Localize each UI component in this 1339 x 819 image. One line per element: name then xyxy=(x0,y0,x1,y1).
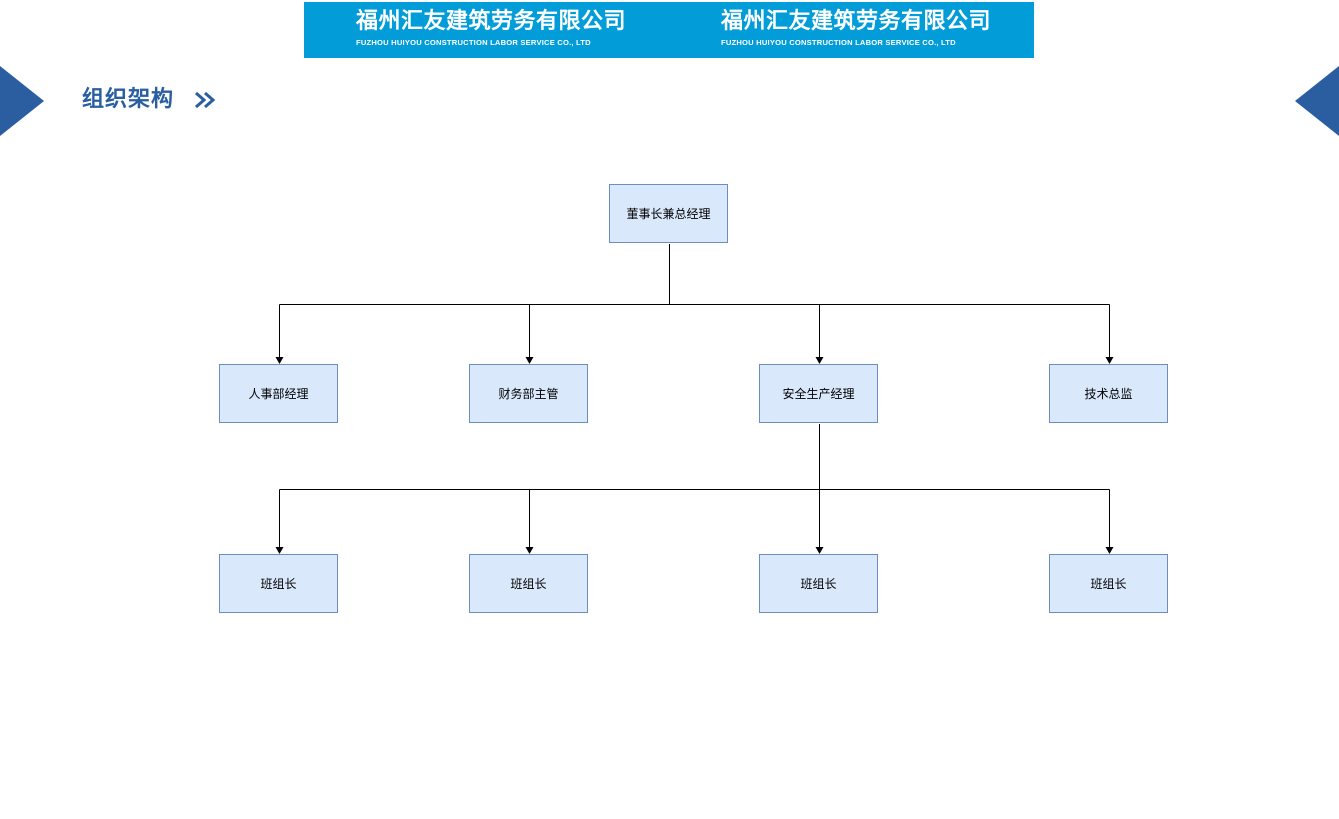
company-brand-right: 福州汇友建筑劳务有限公司 FUZHOU HUIYOU CONSTRUCTION … xyxy=(721,8,991,48)
right-triangle-icon xyxy=(1295,66,1339,136)
company-name-cn: 福州汇友建筑劳务有限公司 xyxy=(356,9,627,34)
org-node-department: 安全生产经理 xyxy=(759,364,878,423)
company-brand-left: 福州汇友建筑劳务有限公司 FUZHOU HUIYOU CONSTRUCTION … xyxy=(356,8,626,48)
org-node-department: 人事部经理 xyxy=(219,364,338,423)
org-node-team-lead: 班组长 xyxy=(759,554,878,613)
company-name-en: FUZHOU HUIYOU CONSTRUCTION LABOR SERVICE… xyxy=(356,38,591,47)
org-node-department: 财务部主管 xyxy=(469,364,588,423)
company-banner: 福州汇友建筑劳务有限公司 FUZHOU HUIYOU CONSTRUCTION … xyxy=(304,2,1034,58)
double-chevron-icon xyxy=(195,91,216,109)
left-triangle-icon xyxy=(0,66,44,136)
section-title: 组织架构 xyxy=(82,87,175,112)
org-node-team-lead: 班组长 xyxy=(219,554,338,613)
company-name-cn: 福州汇友建筑劳务有限公司 xyxy=(721,9,992,34)
org-node-root: 董事长兼总经理 xyxy=(609,184,728,243)
org-node-department: 技术总监 xyxy=(1049,364,1168,423)
org-node-team-lead: 班组长 xyxy=(1049,554,1168,613)
company-name-en: FUZHOU HUIYOU CONSTRUCTION LABOR SERVICE… xyxy=(721,38,956,47)
org-node-team-lead: 班组长 xyxy=(469,554,588,613)
